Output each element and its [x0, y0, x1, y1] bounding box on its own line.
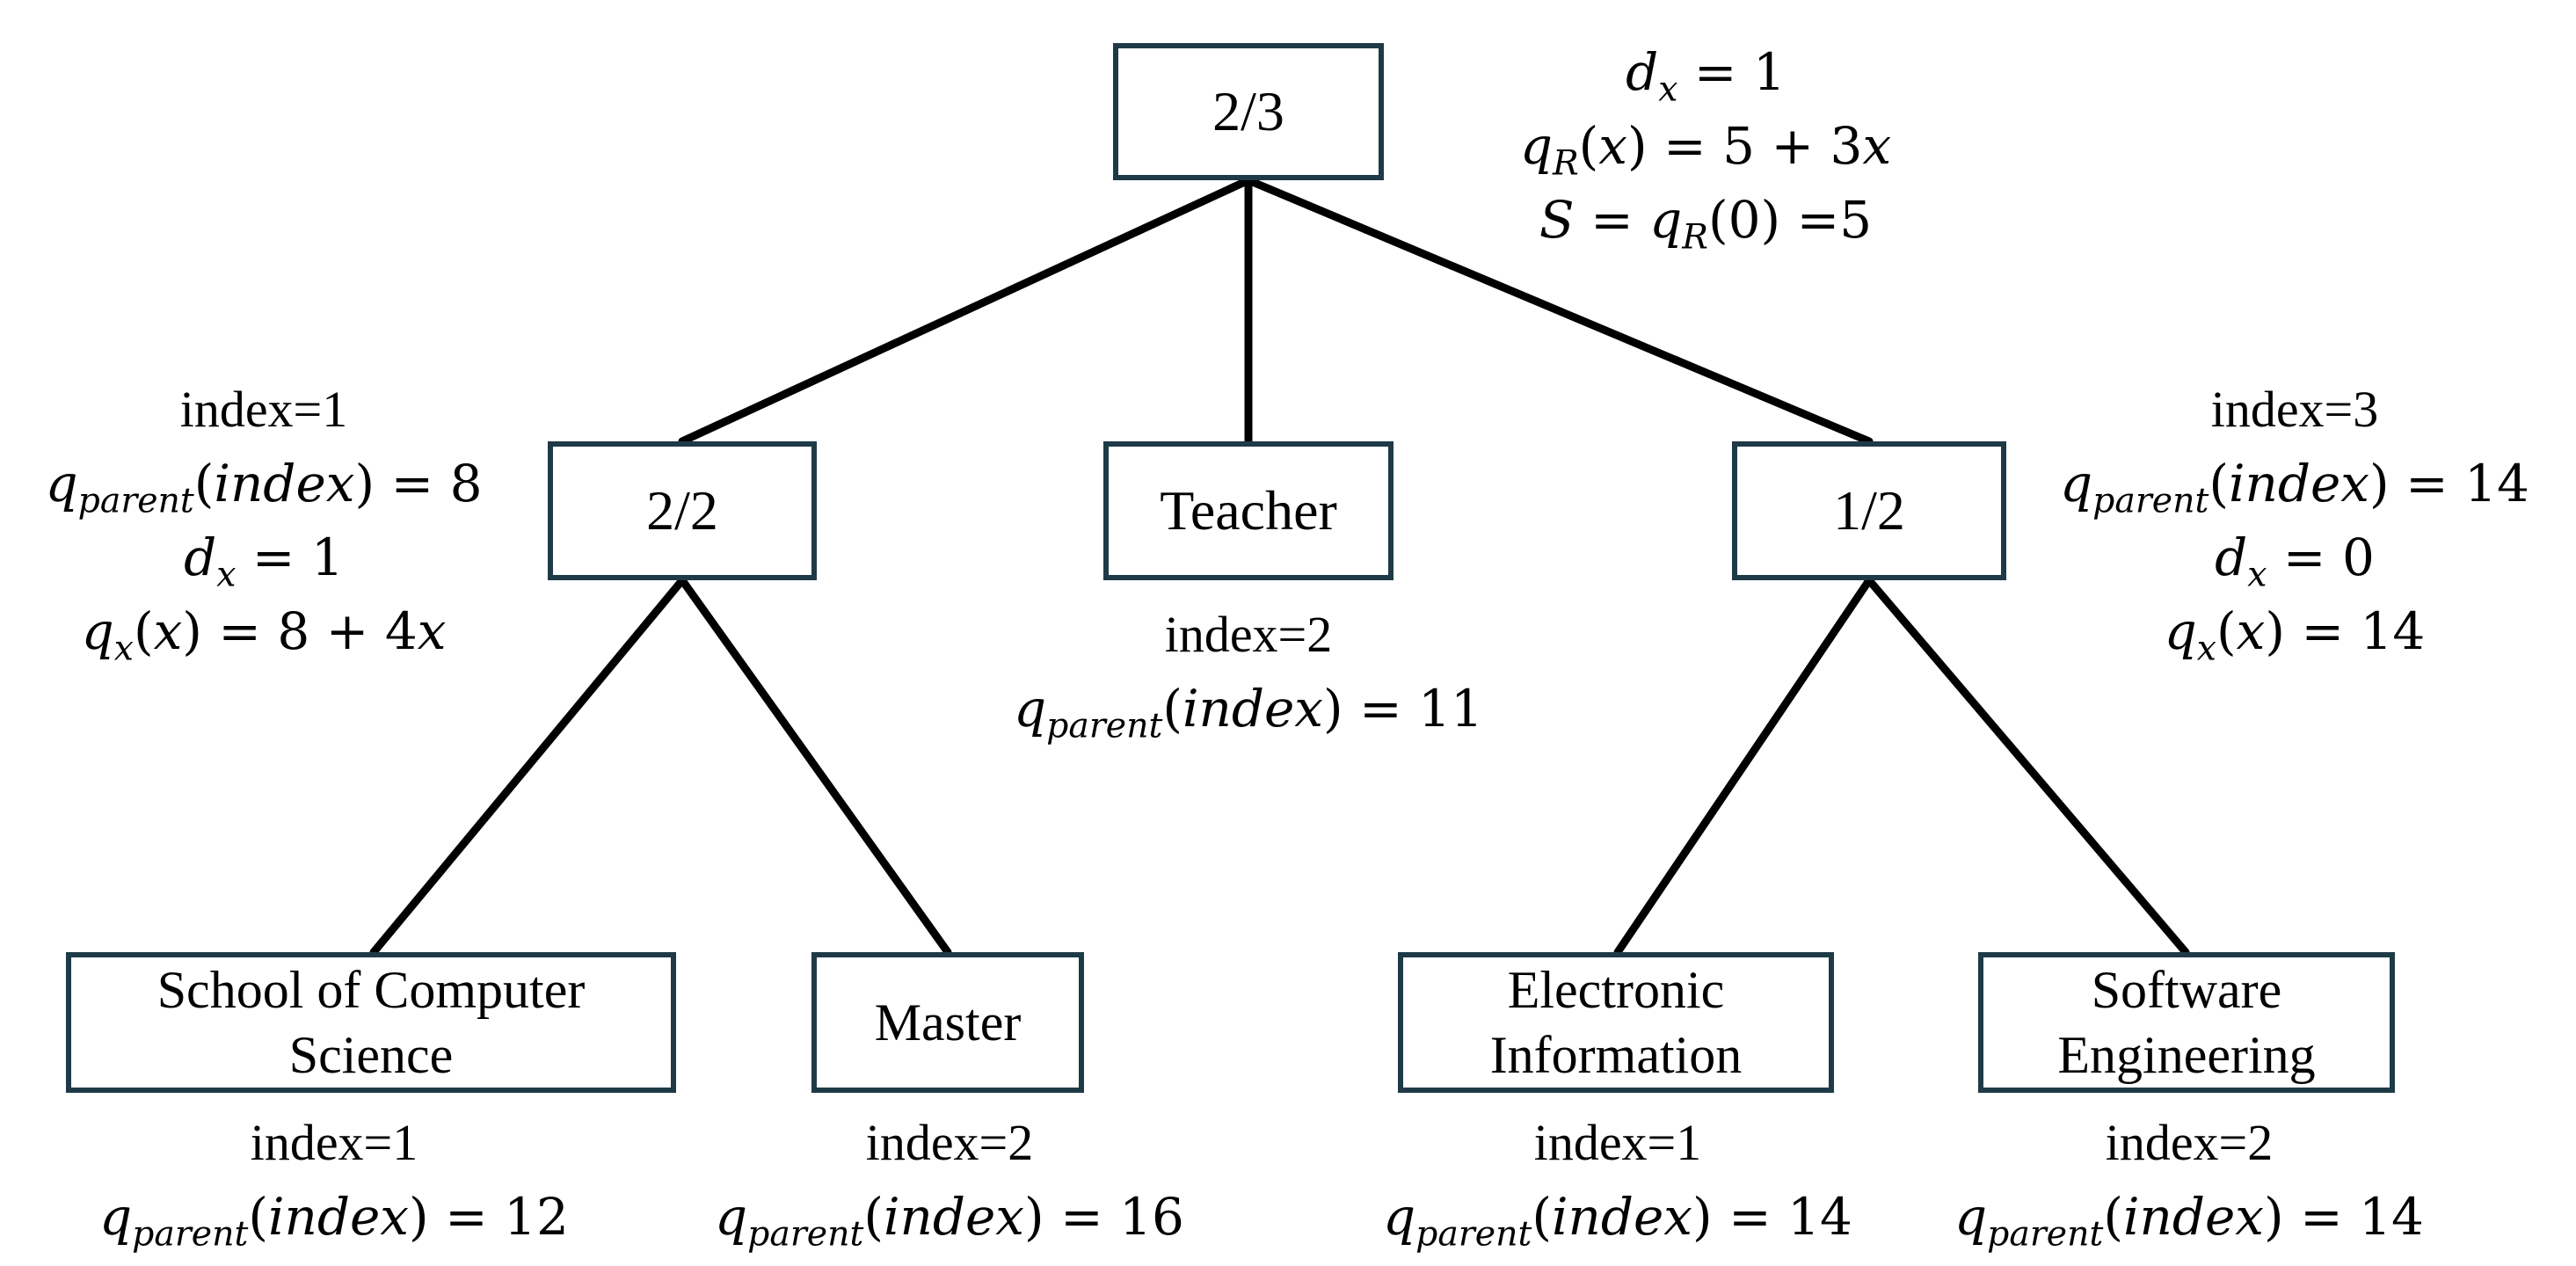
root-annotation: dx = 1 qR(x) = 5 + 3x S = qR(0) =5 — [1442, 35, 1969, 257]
teacher-annotation: index=2 qparent(index) = 11 — [950, 598, 1547, 746]
right-threshold-node: 1/2 — [1732, 441, 2006, 580]
root-dx: dx = 1 — [1626, 42, 1786, 110]
root-threshold-node: 2/3 — [1113, 43, 1384, 180]
left-node-annotation: index=1 qparent(index) = 8 dx = 1 qx(x) … — [0, 373, 528, 668]
software-qparent: qparent(index) = 14 — [1954, 1187, 2424, 1255]
right-node-annotation: index=3 qparent(index) = 14 dx = 0 qx(x)… — [2013, 373, 2576, 668]
electronic-annotation: index=1 qparent(index) = 14 — [1319, 1106, 1917, 1254]
right-polynomial: qx(x) = 14 — [2164, 601, 2426, 669]
school-label: School of Computer Science — [156, 961, 586, 1084]
master-attribute-node: Master — [811, 952, 1084, 1093]
edge-right-electronic — [1613, 576, 1874, 957]
right-threshold-label: 1/2 — [1833, 479, 1905, 542]
electronic-index: index=1 — [1533, 1114, 1702, 1171]
master-label: Master — [874, 993, 1022, 1051]
school-attribute-node: School of Computer Science — [66, 952, 676, 1093]
right-qparent: qparent(index) = 14 — [2060, 454, 2529, 521]
school-annotation: index=1 qparent(index) = 12 — [53, 1106, 615, 1254]
teacher-qparent: qparent(index) = 11 — [1014, 679, 1483, 746]
edge-root-right — [1244, 176, 1874, 446]
right-dx: dx = 0 — [2215, 528, 2375, 595]
teacher-label: Teacher — [1160, 479, 1337, 542]
software-label: Software Engineering — [2057, 961, 2316, 1084]
edge-left-school — [369, 576, 687, 957]
software-attribute-node: Software Engineering — [1978, 952, 2395, 1093]
electronic-qparent: qparent(index) = 14 — [1383, 1187, 1852, 1255]
edge-left-master — [678, 576, 952, 957]
right-index: index=3 — [2210, 381, 2379, 438]
left-index: index=1 — [179, 381, 348, 438]
school-index: index=1 — [250, 1114, 418, 1171]
left-qparent: qparent(index) = 8 — [45, 454, 483, 521]
master-annotation: index=2 qparent(index) = 16 — [668, 1106, 1231, 1254]
left-dx: dx = 1 — [184, 528, 344, 595]
left-threshold-node: 2/2 — [548, 441, 817, 580]
teacher-attribute-node: Teacher — [1103, 441, 1394, 580]
root-polynomial: qR(x) = 5 + 3x — [1519, 116, 1892, 184]
software-index: index=2 — [2105, 1114, 2274, 1171]
electronic-label: Electronic Information — [1489, 961, 1743, 1084]
teacher-index: index=2 — [1164, 606, 1333, 663]
master-qparent: qparent(index) = 16 — [715, 1187, 1184, 1255]
edge-right-software — [1865, 576, 2190, 957]
left-threshold-label: 2/2 — [646, 479, 718, 542]
root-secret: S = qR(0) =5 — [1539, 190, 1873, 258]
software-annotation: index=2 qparent(index) = 14 — [1890, 1106, 2488, 1254]
electronic-attribute-node: Electronic Information — [1398, 952, 1834, 1093]
left-polynomial: qx(x) = 8 + 4x — [81, 601, 447, 669]
edge-root-left — [678, 176, 1253, 446]
master-index: index=2 — [865, 1114, 1034, 1171]
root-threshold-label: 2/3 — [1212, 80, 1284, 142]
school-qparent: qparent(index) = 12 — [99, 1187, 569, 1255]
